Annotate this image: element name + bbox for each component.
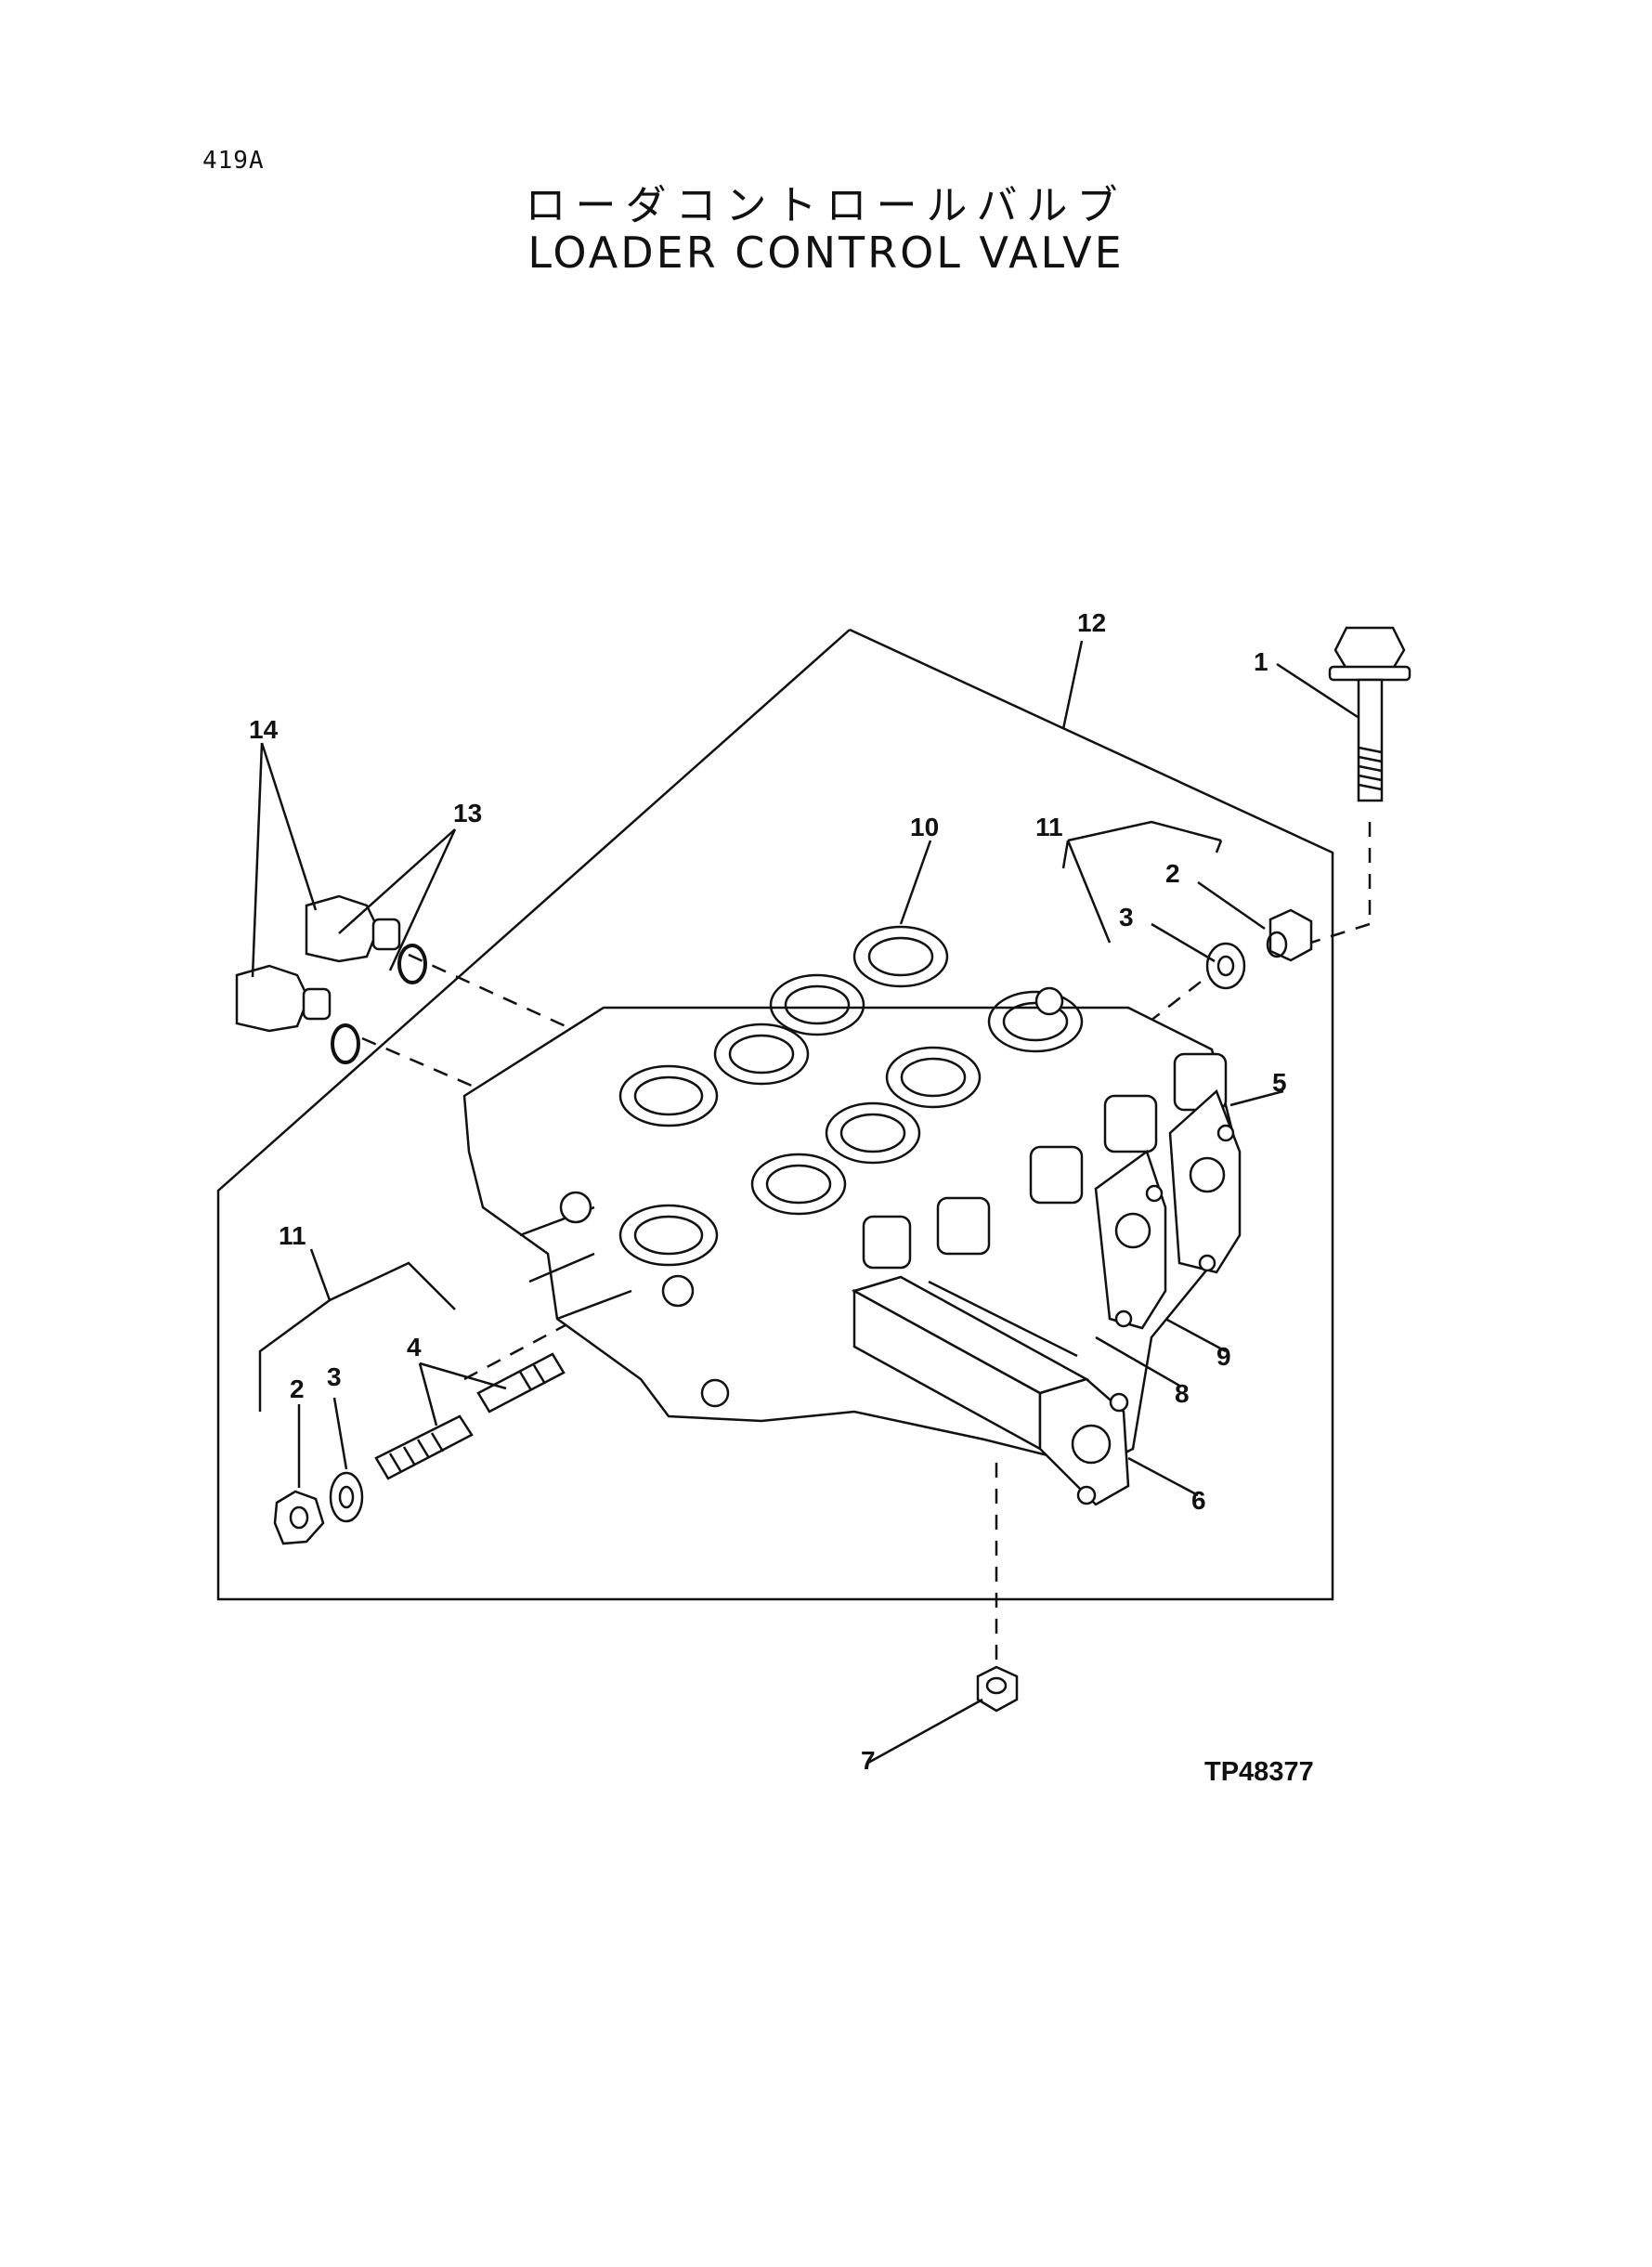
callout-labels: 1 12 10 11 2 3 5 9 8 6 7 14 13 11 2 3 4 (249, 608, 1287, 1775)
leader-lines (251, 640, 1359, 1765)
callout-2-top: 2 (1165, 859, 1180, 888)
callout-5: 5 (1272, 1068, 1287, 1097)
kit-boundary-outline (216, 628, 1334, 1601)
figure-code: TP48377 (1204, 1757, 1314, 1787)
cylinder-block (851, 1275, 1130, 1506)
title-japanese: ローダコントロールバルブ (525, 182, 1127, 229)
callout-13: 13 (453, 799, 482, 827)
nut-washer-top (1205, 908, 1313, 990)
callout-11-bottom: 11 (279, 1221, 306, 1250)
title-english: LOADER CONTROL VALVE (527, 228, 1125, 278)
callout-10: 10 (910, 813, 939, 841)
fittings-and-orings (235, 894, 427, 1064)
callout-12: 12 (1077, 608, 1106, 637)
callout-7: 7 (861, 1746, 876, 1775)
callout-8: 8 (1175, 1379, 1190, 1408)
callout-6: 6 (1191, 1486, 1206, 1515)
callout-14: 14 (249, 715, 279, 744)
callout-4: 4 (407, 1333, 422, 1362)
callout-3-top: 3 (1119, 903, 1134, 932)
lower-left-hardware (273, 1352, 566, 1545)
valve-body (462, 925, 1237, 1469)
end-covers (1094, 1088, 1242, 1330)
flange-nut (976, 1665, 1019, 1713)
page-reference: 419A (202, 147, 265, 175)
callout-3-bottom: 3 (327, 1362, 342, 1391)
callout-9: 9 (1216, 1342, 1231, 1371)
callout-1: 1 (1254, 647, 1268, 676)
callout-11-top: 11 (1035, 813, 1063, 841)
callout-2-bottom: 2 (290, 1375, 305, 1403)
bolt-part (1328, 626, 1411, 802)
